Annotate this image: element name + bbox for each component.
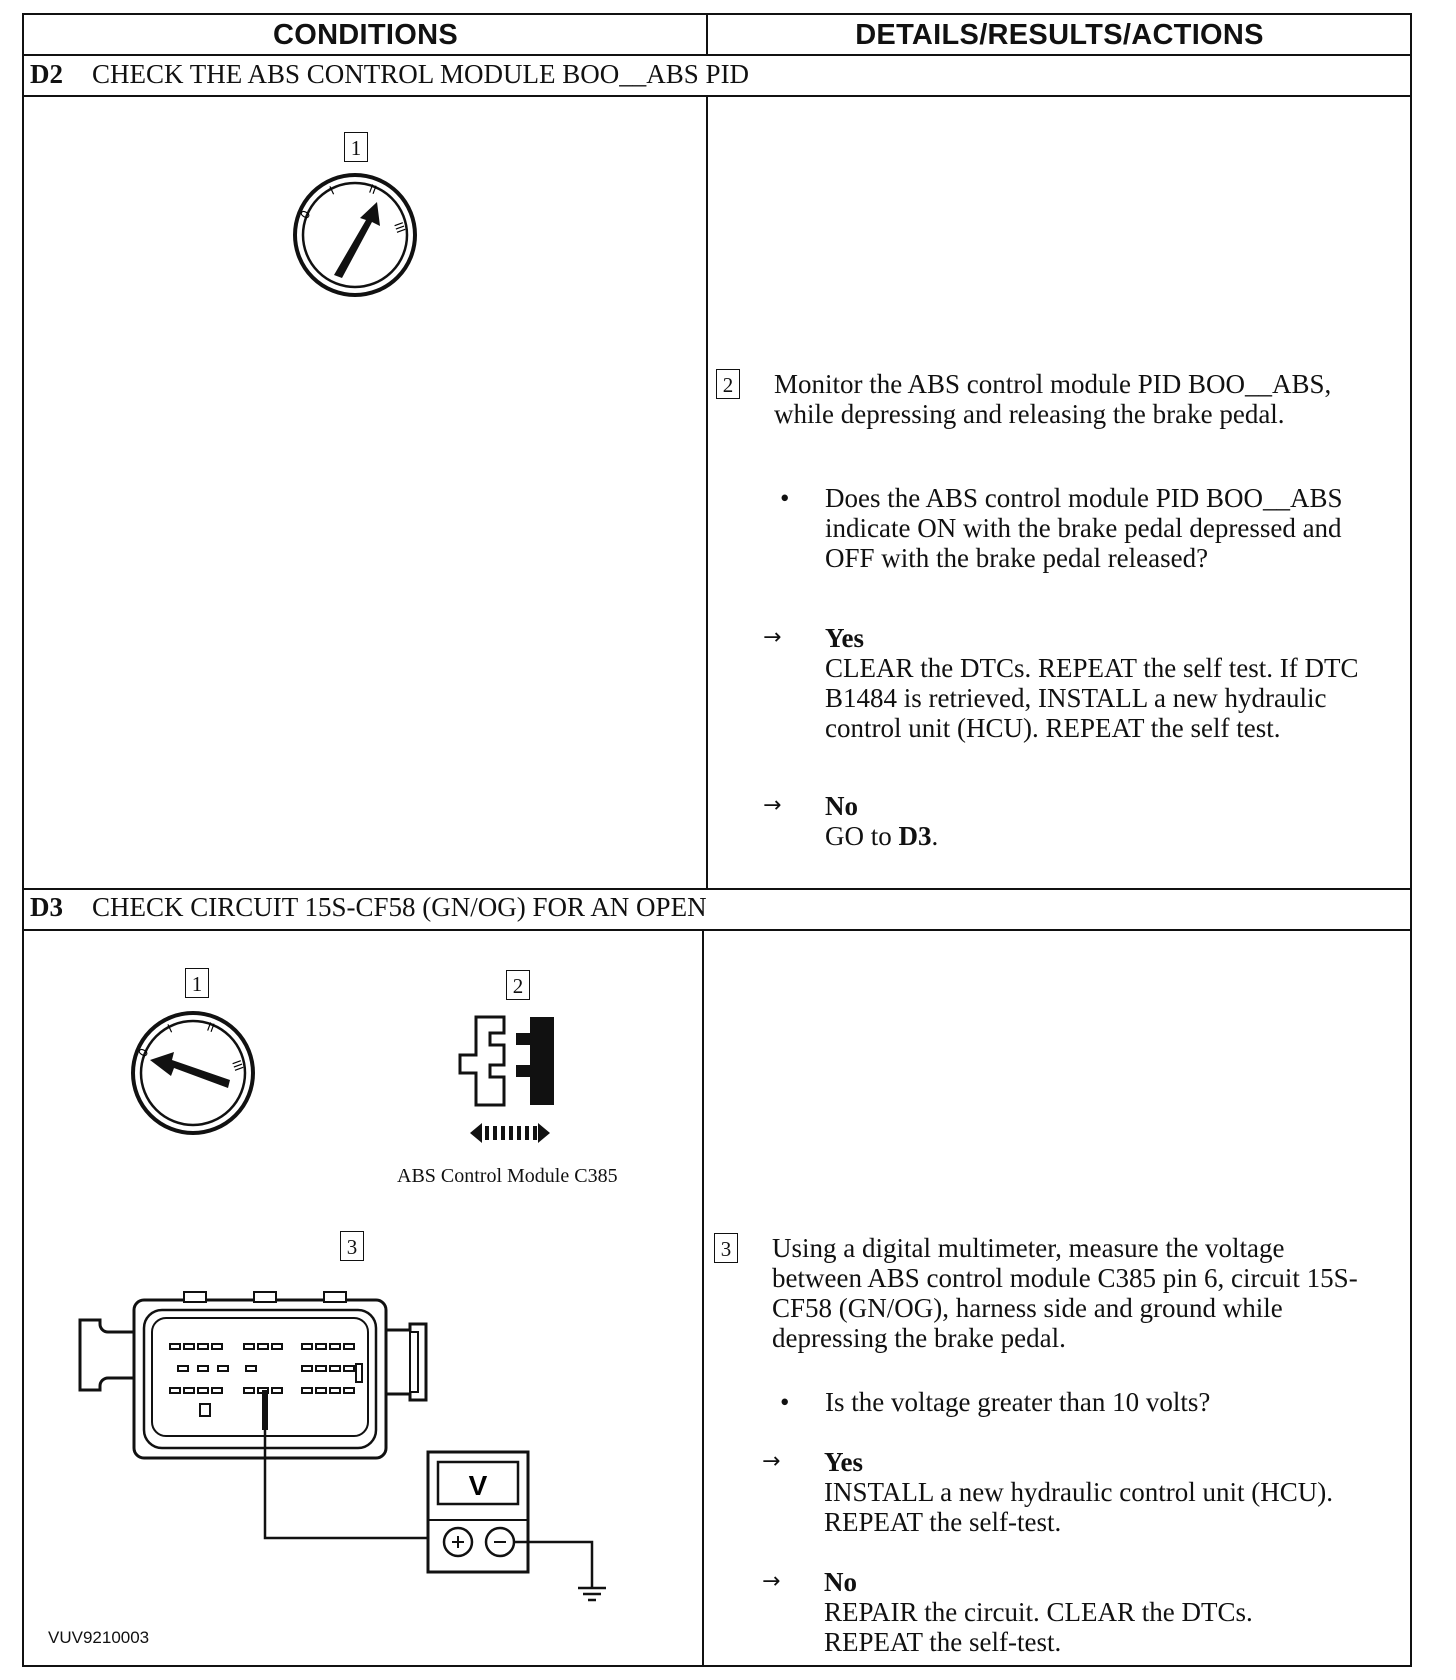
d2-no-text-prefix: GO to	[825, 821, 899, 851]
d2-question-text: Does the ABS control module PID BOO__ABS…	[825, 483, 1343, 573]
d2-step-title: CHECK THE ABS CONTROL MODULE BOO__ABS PI…	[92, 59, 750, 89]
d3-step-id: D3	[30, 892, 63, 922]
arrow-right-icon: →	[762, 1449, 781, 1474]
d3-yes-text: INSTALL a new hydraulic control unit (HC…	[824, 1477, 1333, 1537]
arrow-right-icon: →	[763, 625, 782, 650]
svg-text:II: II	[367, 182, 378, 198]
bullet-icon: •	[780, 1387, 790, 1417]
svg-text:I: I	[327, 184, 336, 198]
d3-section-divider	[24, 888, 1410, 890]
meter-voltage-label: V	[469, 1470, 488, 1501]
column-divider-d3	[702, 929, 704, 1667]
ignition-switch-off-icon: 0 I II III	[131, 1011, 255, 1135]
figure-id: VUV9210003	[48, 1628, 150, 1647]
d3-figure-label-1: 1	[185, 968, 209, 998]
d2-step-heading: D2 CHECK THE ABS CONTROL MODULE BOO__ABS …	[30, 59, 749, 90]
d3-title-divider	[24, 929, 1410, 931]
d2-no-link-d3[interactable]: D3	[898, 821, 932, 851]
d3-yes-label: Yes	[824, 1447, 863, 1477]
multimeter-connector-diagram: V	[78, 1291, 606, 1602]
svg-text:I: I	[165, 1022, 174, 1036]
d3-no-label: No	[824, 1567, 857, 1597]
column-divider-d2	[706, 95, 708, 890]
d2-title-divider	[24, 95, 1410, 97]
d2-action-text: Monitor the ABS control module PID BOO__…	[774, 369, 1332, 429]
svg-text:III: III	[391, 220, 408, 235]
d3-figure-label-2: 2	[506, 970, 530, 1000]
d3-no-block: No REPAIR the circuit. CLEAR the DTCs. R…	[824, 1567, 1344, 1657]
d3-no-text: REPAIR the circuit. CLEAR the DTCs. REPE…	[824, 1597, 1253, 1657]
bullet-icon: •	[780, 483, 790, 513]
d3-action-number: 3	[714, 1233, 738, 1263]
svg-text:II: II	[205, 1020, 216, 1036]
d3-step-heading: D3 CHECK CIRCUIT 15S-CF58 (GN/OG) FOR AN …	[30, 892, 707, 923]
arrow-right-icon: →	[763, 793, 782, 818]
d3-yes-block: Yes INSTALL a new hydraulic control unit…	[824, 1447, 1344, 1537]
d2-yes-text: CLEAR the DTCs. REPEAT the self test. If…	[825, 653, 1359, 743]
column-divider-header	[706, 15, 708, 56]
d3-step-title: CHECK CIRCUIT 15S-CF58 (GN/OG) FOR AN OP…	[92, 892, 707, 922]
svg-text:III: III	[229, 1058, 246, 1073]
d3-action-text: Using a digital multimeter, measure the …	[772, 1233, 1358, 1353]
connector-disconnect-icon	[458, 1015, 554, 1143]
d2-yes-label: Yes	[825, 623, 864, 653]
svg-text:0: 0	[297, 208, 313, 222]
svg-text:0: 0	[135, 1046, 151, 1060]
d2-yes-block: Yes CLEAR the DTCs. REPEAT the self test…	[825, 623, 1375, 743]
d2-figure-label-1: 1	[344, 132, 368, 162]
d3-question-text: Is the voltage greater than 10 volts?	[825, 1387, 1211, 1417]
d2-no-text-suffix: .	[931, 821, 939, 851]
d2-action-number: 2	[716, 369, 740, 399]
d2-no-block: No GO to D3.	[825, 791, 1375, 851]
d3-figure-label-3: 3	[340, 1231, 364, 1261]
details-column-header: DETAILS/RESULTS/ACTIONS	[855, 18, 1264, 51]
d2-no-label: No	[825, 791, 858, 821]
d2-step-id: D2	[30, 59, 63, 89]
header-divider	[24, 54, 1410, 56]
ignition-switch-run-icon: 0 I II III	[293, 173, 417, 297]
conditions-column-header: CONDITIONS	[272, 18, 459, 51]
connector-caption: ABS Control Module C385	[397, 1165, 618, 1187]
arrow-right-icon: →	[762, 1569, 781, 1594]
